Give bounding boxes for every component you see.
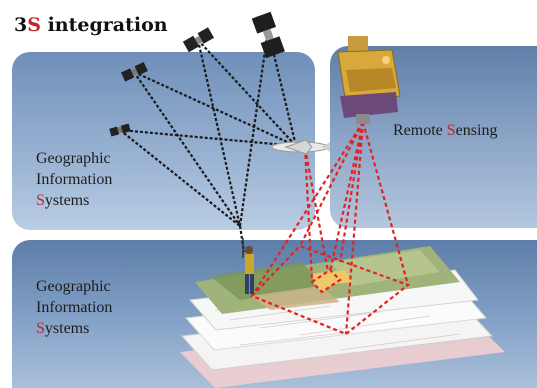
gis-label-bottom-line3-rest: ystems [44,320,90,337]
diagram-title: 3S integration [14,14,168,36]
gis-label-bottom-line3-accent: S [36,320,45,337]
remote-sensing-beams [250,121,411,336]
remote-sensing-label-accent: S [446,122,456,139]
gis-label-top-line2: Information [36,171,113,188]
title-rest: integration [40,14,168,36]
gis-label-bottom: Geographic Information Systems [36,276,112,339]
map-layer-stack-icon [180,246,505,388]
gis-label-bottom-line1: Geographic [36,278,111,295]
aircraft-icon [271,139,330,155]
gis-label-bottom-line3: Systems [36,318,112,339]
gis-label-top-line3: Systems [36,190,112,211]
gis-label-bottom-line2: Information [36,299,113,316]
gps-panel [12,52,315,230]
remote-sensing-label-part2: ensing [455,122,498,139]
title-lead: 3 [14,14,28,36]
title-accent: S [27,14,41,36]
gps-links [119,29,298,253]
gis-label-top-line3-rest: ystems [44,192,90,209]
gis-label-top-line1: Geographic [36,150,111,167]
remote-sensing-label: Remote Sensing [393,120,497,141]
remote-sensing-satellite-icon [337,36,401,124]
gis-label-top: Geographic Information Systems [36,148,112,211]
gis-label-top-line3-accent: S [36,192,45,209]
surveyor-icon [242,238,254,294]
gps-satellite-icon [109,11,285,137]
remote-sensing-label-part1: Remote [393,122,447,139]
